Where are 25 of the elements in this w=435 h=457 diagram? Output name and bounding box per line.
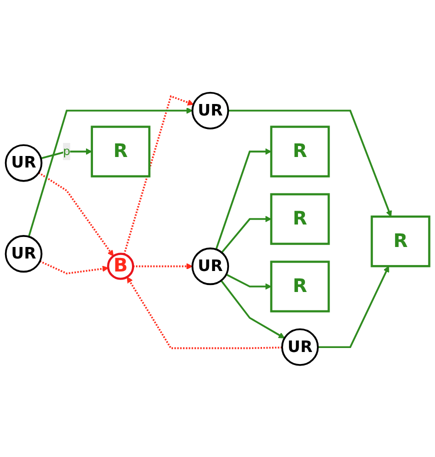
arrow [215, 148, 272, 250]
node-circle [192, 91, 230, 130]
node-circle [107, 252, 134, 280]
arrow [38, 172, 114, 256]
arrow [123, 94, 194, 254]
node-box [370, 215, 430, 267]
arrow [318, 265, 390, 348]
node-circle [192, 247, 230, 285]
arrow [28, 107, 193, 237]
arrow [40, 260, 108, 274]
node-circle [281, 328, 319, 366]
node-box [90, 125, 150, 178]
arrow [221, 216, 272, 253]
node-circle [4, 144, 42, 182]
arrow [133, 262, 193, 270]
node-box [270, 260, 330, 312]
arrow [228, 109, 392, 217]
node-box [270, 192, 330, 244]
arrow [40, 148, 92, 159]
node-box [270, 125, 330, 178]
diagram: p B UR UR UR UR UR R R R R R [0, 86, 435, 370]
arrow [220, 280, 285, 338]
node-circle [4, 234, 42, 272]
arrow [126, 276, 282, 349]
arrow [226, 273, 272, 290]
